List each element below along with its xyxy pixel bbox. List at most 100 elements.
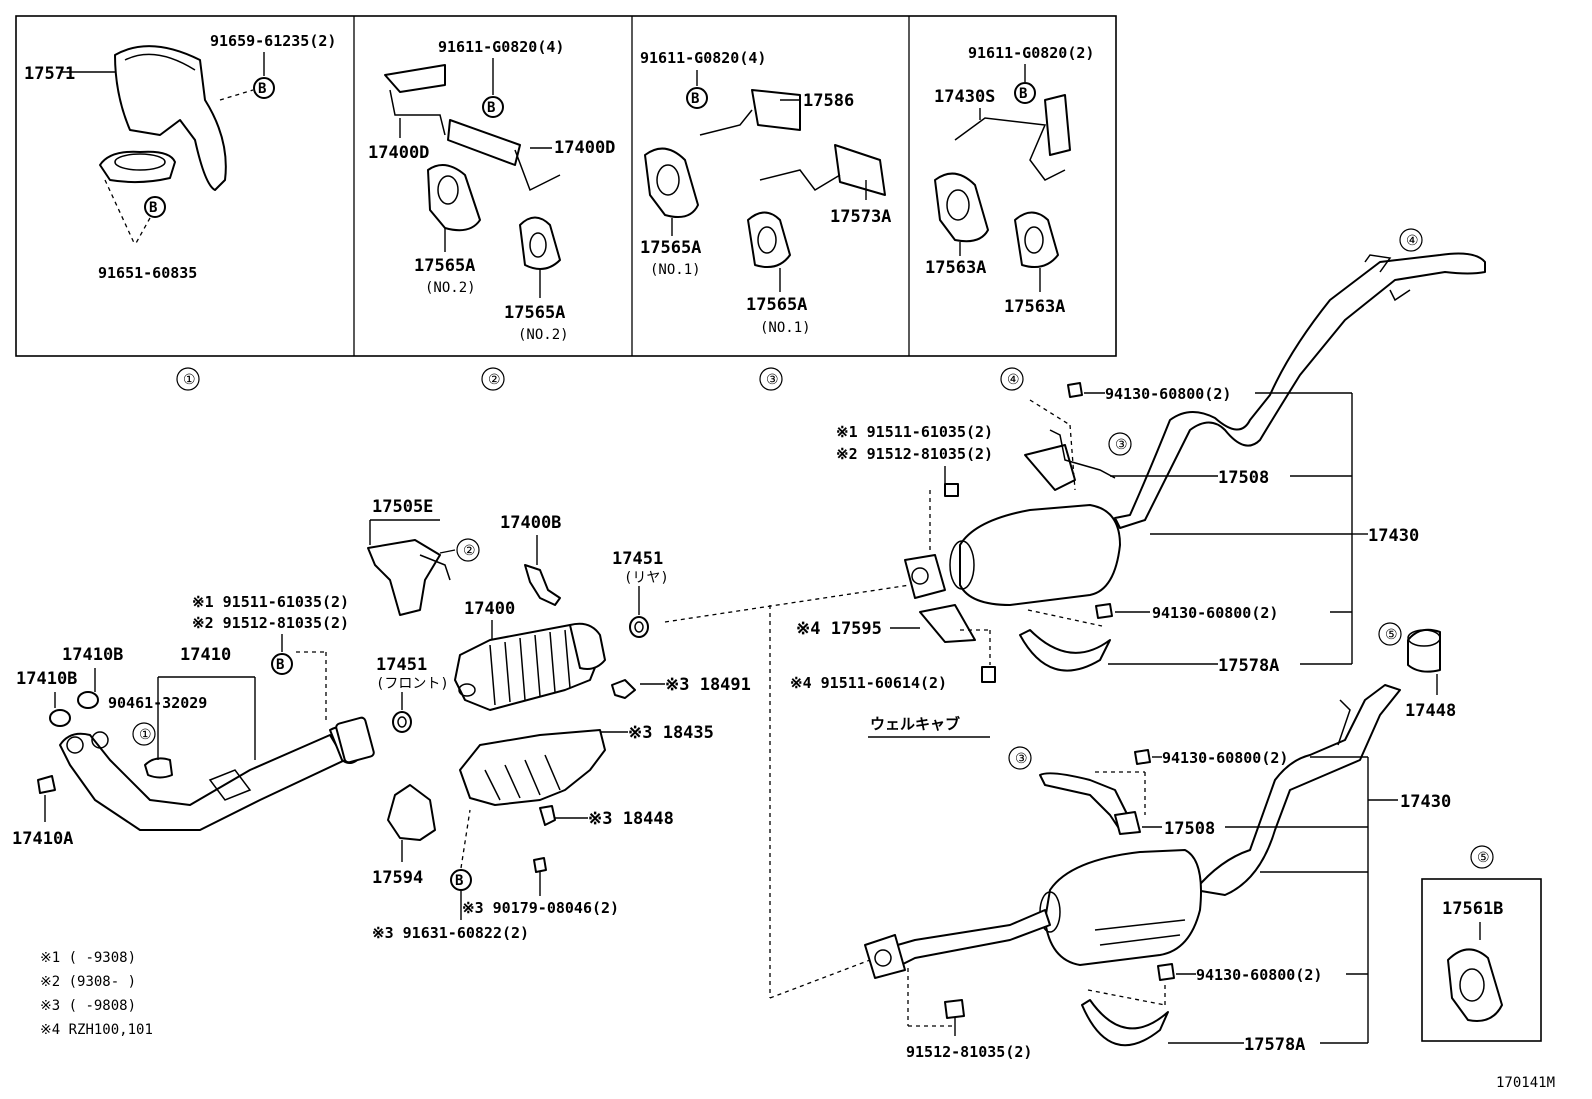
label-91512-b: ※2 91512-81035(2) [836,445,993,463]
label-17595: ※4 17595 [796,619,882,639]
label-17410B-1: 17410B [62,645,123,665]
label-91512-c: 91512-81035(2) [906,1043,1032,1061]
lower-muffler-group: ⑤ 17448 ③ 17508 94130-60800(2) 17430 941… [864,622,1456,1061]
label-91631: ※3 91631-60822(2) [372,924,529,942]
label-18435: ※3 18435 [628,723,714,743]
catalytic-converter-group: 17505E ② 17400B 17451 (リヤ) 17400 17451 (… [367,497,911,942]
label-94130-c: 94130-60800(2) [1162,749,1288,767]
inset4-label-91611: 91611-G0820(2) [968,44,1094,62]
inset3-label-17565A-b: 17565A [746,295,807,315]
svg-text:③: ③ [766,372,779,388]
bolt-marker-icon [253,77,275,99]
inset1-label-17571: 17571 [24,64,75,84]
callout-3-upper: ③ [1115,437,1128,453]
label-17594: 17594 [372,868,423,888]
callout-3-lower: ③ [1015,751,1028,767]
note-4: ※4 RZH100,101 [40,1022,153,1038]
inset3-label-91611: 91611-G0820(4) [640,49,766,67]
callout-5-right: ⑤ [1385,627,1398,643]
label-17451-front: 17451 [376,655,427,675]
label-90179: ※3 90179-08046(2) [462,899,619,917]
bolt-marker-label: B [258,81,266,97]
label-18448: ※3 18448 [588,809,674,829]
label-91511-b: ※1 91511-61035(2) [836,423,993,441]
bolt-marker-icon [1014,82,1036,104]
label-17578A-b: 17578A [1244,1035,1305,1055]
inset-2: 91611-G0820(4) B 17400D 17400D 17565A (N… [368,38,615,343]
label-17410: 17410 [180,645,231,665]
label-17448: 17448 [1405,701,1456,721]
inset-panel [15,15,1117,357]
bolt-marker-icon [450,869,472,891]
bolt-marker-icon [144,196,166,218]
callout-2-main: ② [463,543,476,559]
inset3-label-no1-b: (NO.1) [760,320,811,336]
svg-text:①: ① [183,372,196,388]
label-17561B: 17561B [1442,899,1503,919]
label-90461: 90461-32029 [108,694,207,712]
upper-muffler-group: ④ ※1 91511-61035(2) ※2 91512-81035(2) ③ … [769,228,1486,999]
inset2-label-17400D-b: 17400D [554,138,615,158]
inset2-label-91611: 91611-G0820(4) [438,38,564,56]
bolt-marker-label: B [455,873,463,889]
label-91512-a: ※2 91512-81035(2) [192,614,349,632]
bolt-marker-label: B [691,91,699,107]
inset2-label-no2-b: (NO.2) [518,327,569,343]
inset2-label-no2-a: (NO.2) [425,280,476,296]
svg-text:②: ② [488,372,501,388]
note-1: ※1 ( -9308) [40,950,136,966]
inset-number-4: ④ [1000,367,1024,391]
label-17400B: 17400B [500,513,561,533]
inset-3: 91611-G0820(4) B 17586 17573A 17565A (NO… [640,49,891,336]
bolt-marker-icon [686,87,708,109]
label-91511-c: ※4 91511-60614(2) [790,674,947,692]
inset-number-3: ③ [759,367,783,391]
bolt-marker-label: B [1019,86,1027,102]
label-17410B-2: 17410B [16,669,77,689]
label-17508-b: 17508 [1164,819,1215,839]
bolt-marker-label: B [487,100,495,116]
label-94130-a: 94130-60800(2) [1105,385,1231,403]
bolt-marker-label: B [149,200,157,216]
part-17561B-box: ⑤ 17561B [1421,845,1542,1042]
inset-number-1: ① [176,367,200,391]
inset3-label-17586: 17586 [803,91,854,111]
label-94130-d: 94130-60800(2) [1196,966,1322,984]
diagram-code: 170141M [1496,1075,1555,1091]
label-17451-rear-sub: (リヤ) [624,570,669,586]
label-17410A: 17410A [12,829,73,849]
front-pipe-group: ① 17410B 17410B 17410 90461-32029 17410A… [12,593,375,849]
label-17430-b: 17430 [1400,792,1451,812]
note-2: ※2 (9308- ) [40,974,136,990]
inset-1: 17571 91659-61235(2) B B 91651-60835 [24,32,336,282]
inset-4: 91611-G0820(2) B 17430S 17563A 17563A [925,44,1094,317]
label-91511-a: ※1 91511-61035(2) [192,593,349,611]
inset2-label-17565A-a: 17565A [414,256,475,276]
label-wellcab: ウェルキャブ [870,715,960,733]
inset3-label-17565A-a: 17565A [640,238,701,258]
inset1-label-91659: 91659-61235(2) [210,32,336,50]
label-17400: 17400 [464,599,515,619]
label-17508-a: 17508 [1218,468,1269,488]
bolt-marker-icon [271,653,293,675]
callout-4-tailpipe: ④ [1406,233,1419,249]
inset1-label-91651: 91651-60835 [98,264,197,282]
notes: ※1 ( -9308) ※2 (9308- ) ※3 ( -9808) ※4 R… [40,950,153,1038]
bolt-marker-icon [482,96,504,118]
inset4-label-17430S: 17430S [934,87,995,107]
inset3-label-no1-a: (NO.1) [650,262,701,278]
inset2-label-17565A-b: 17565A [504,303,565,323]
label-17451-front-sub: (フロント) [376,676,449,692]
label-94130-b: 94130-60800(2) [1152,604,1278,622]
inset3-label-17573A: 17573A [830,207,891,227]
label-17430-a: 17430 [1368,526,1419,546]
label-18491: ※3 18491 [665,675,751,695]
note-3: ※3 ( -9808) [40,998,136,1014]
label-17578A-a: 17578A [1218,656,1279,676]
callout-1-front: ① [139,727,152,743]
svg-text:④: ④ [1007,372,1020,388]
callout-5-box: ⑤ [1477,850,1490,866]
inset4-label-17563A-a: 17563A [925,258,986,278]
inset4-label-17563A-b: 17563A [1004,297,1065,317]
